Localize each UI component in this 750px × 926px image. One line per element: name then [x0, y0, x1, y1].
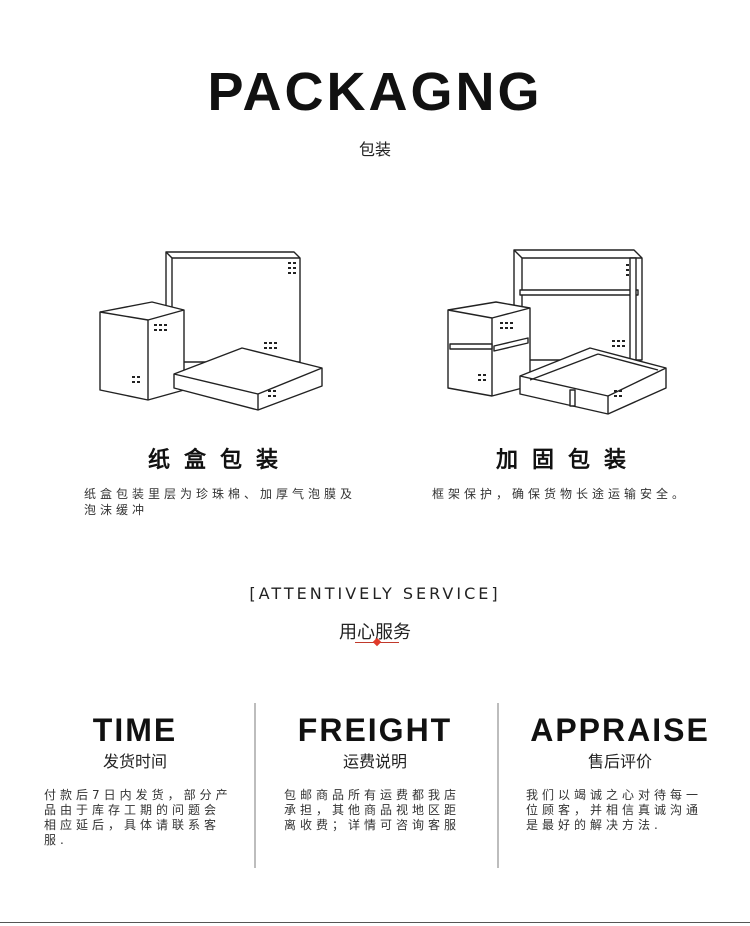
page-subtitle: 包装 — [358, 140, 391, 159]
time-subtitle: 发货时间 — [102, 752, 167, 771]
paper-box-description: 纸盒包装里层为珍珠棉、加厚气泡膜及泡沫缓冲 — [84, 487, 357, 517]
page-title: PACKAGNG — [207, 62, 543, 122]
service-subheading: 用心服务 — [339, 622, 411, 643]
freight-body: 包邮商品所有运费都我店承担，其他商品视地区距离收费；详情可咨询客服 — [284, 788, 461, 832]
column-divider — [497, 703, 499, 868]
paper-box-illustration — [99, 251, 323, 411]
appraise-title: APPRAISE — [530, 712, 710, 748]
service-heading: [ATTENTIVELY SERVICE] — [249, 584, 501, 603]
paper-box-title: 纸盒包装 — [148, 448, 293, 473]
time-title: TIME — [92, 712, 178, 748]
bottom-divider — [0, 922, 750, 923]
reinforced-box-title: 加固包装 — [496, 448, 641, 473]
reinforced-box-description: 框架保护，确保货物长途运输安全。 — [432, 487, 689, 501]
appraise-body: 我们以竭诚之心对待每一位顾客，并相信真诚沟通是最好的解决方法. — [526, 788, 703, 832]
reinforced-box-illustration — [447, 249, 667, 415]
freight-title: FREIGHT — [297, 712, 453, 748]
freight-subtitle: 运费说明 — [342, 752, 407, 771]
appraise-subtitle: 售后评价 — [587, 752, 652, 771]
column-divider — [254, 703, 256, 868]
time-body: 付款后7日内发货，部分产品由于库存工期的问题会相应延后，具体请联系客服. — [44, 788, 232, 847]
